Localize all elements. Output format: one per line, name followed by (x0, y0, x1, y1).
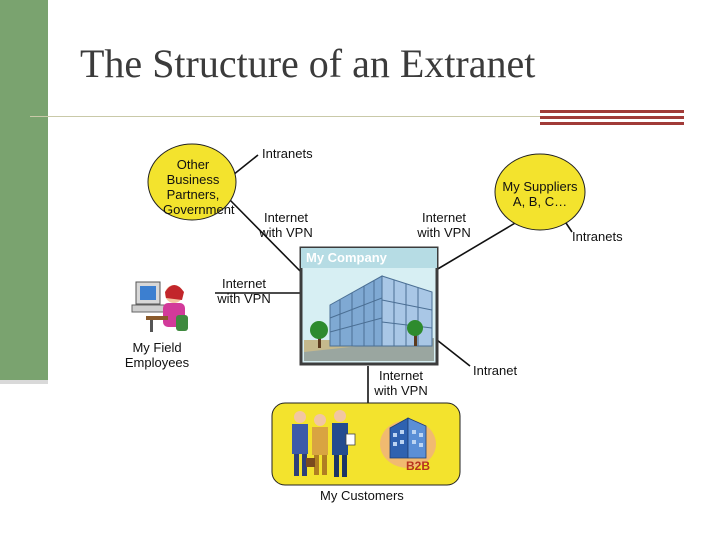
customers-label: My Customers (320, 488, 404, 503)
vpn-employees-line2: with VPN (217, 291, 271, 306)
suppliers-label: My Suppliers A, B, C… (494, 179, 586, 209)
accent-bar-2 (540, 116, 684, 119)
line-partners-intranets (232, 154, 259, 176)
slide-title: The Structure of an Extranet (80, 41, 536, 86)
suppliers-label-line2: A, B, C… (512, 194, 568, 209)
field-employee-figure (131, 281, 188, 332)
vpn-partners-line2: with VPN (259, 225, 313, 240)
vpn-customers-line2: with VPN (374, 383, 428, 398)
employees-label: My Field Employees (114, 340, 200, 370)
partners-ellipse (147, 143, 237, 221)
vpn-suppliers-line1: Internet (421, 210, 467, 225)
b2b-badge: B2B (406, 459, 431, 473)
connection-label-vpn-employees: Internet with VPN (214, 276, 274, 306)
accent-bar-3 (540, 122, 684, 125)
accent-bar-1 (540, 110, 684, 113)
vpn-customers-line1: Internet (378, 368, 424, 383)
connection-label-intranet-bottom: Intranet (473, 363, 518, 378)
vpn-partners-line1: Internet (263, 210, 309, 225)
connection-label-vpn-customers: Internet with VPN (370, 368, 432, 398)
line-partners-company (227, 197, 306, 277)
left-accent-bar (0, 0, 48, 384)
partners-label-line1: Other (176, 157, 210, 172)
suppliers-label-line1: My Suppliers (502, 179, 578, 194)
partners-label-line4: Government (163, 202, 235, 217)
connection-label-intranets-top: Intranets (262, 146, 313, 161)
connection-label-vpn-suppliers: Internet with VPN (414, 210, 474, 240)
company-label: My Company (306, 250, 387, 265)
partners-label: Other Business Partners, Government (163, 157, 235, 217)
connection-label-intranets-right: Intranets (572, 229, 623, 244)
title-divider (30, 116, 540, 117)
connection-label-vpn-partners: Internet with VPN (257, 210, 315, 240)
partners-label-line2: Business (166, 172, 220, 187)
suppliers-ellipse (494, 153, 586, 231)
line-company-intranet (436, 339, 471, 367)
vpn-employees-line1: Internet (221, 276, 267, 291)
left-accent-bar-shadow (0, 380, 48, 384)
b2b-building-figure (380, 417, 436, 468)
vpn-suppliers-line2: with VPN (417, 225, 471, 240)
employees-label-line1: My Field (132, 340, 182, 355)
customers-people-figure (292, 410, 356, 477)
partners-label-line3: Partners, (166, 187, 220, 202)
employees-label-line2: Employees (124, 355, 190, 370)
company-box (299, 246, 439, 366)
